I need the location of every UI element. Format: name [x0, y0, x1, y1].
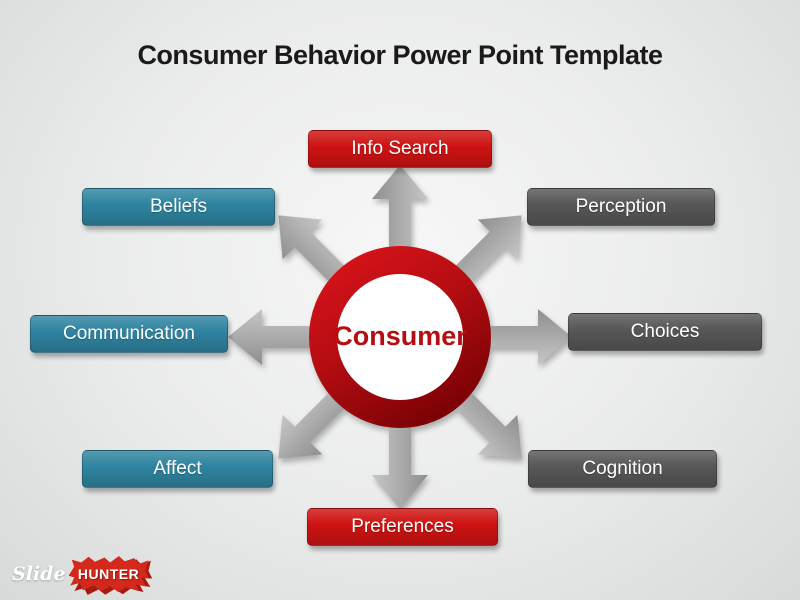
radial-arrows-and-ring-graphic [228, 165, 572, 509]
slidehunter-logo: Slide HUNTER [12, 556, 149, 592]
logo-splat-icon: HUNTER [68, 556, 149, 592]
logo-hunter-text: HUNTER [77, 566, 140, 582]
logo-slide-text: Slide [12, 563, 66, 585]
node-info-search: Info Search [308, 124, 492, 174]
node-beliefs: Beliefs [82, 182, 275, 232]
slide-title: Consumer Behavior Power Point Template [137, 40, 663, 70]
consumer-hub-label: Consumer [333, 321, 467, 351]
node-choices: Choices [568, 307, 762, 357]
consumer-ring [309, 246, 491, 428]
node-cognition: Cognition [528, 444, 717, 494]
node-preferences: Preferences [307, 502, 498, 552]
node-affect: Affect [82, 444, 273, 494]
node-perception: Perception [527, 182, 715, 232]
node-communication: Communication [30, 309, 228, 359]
